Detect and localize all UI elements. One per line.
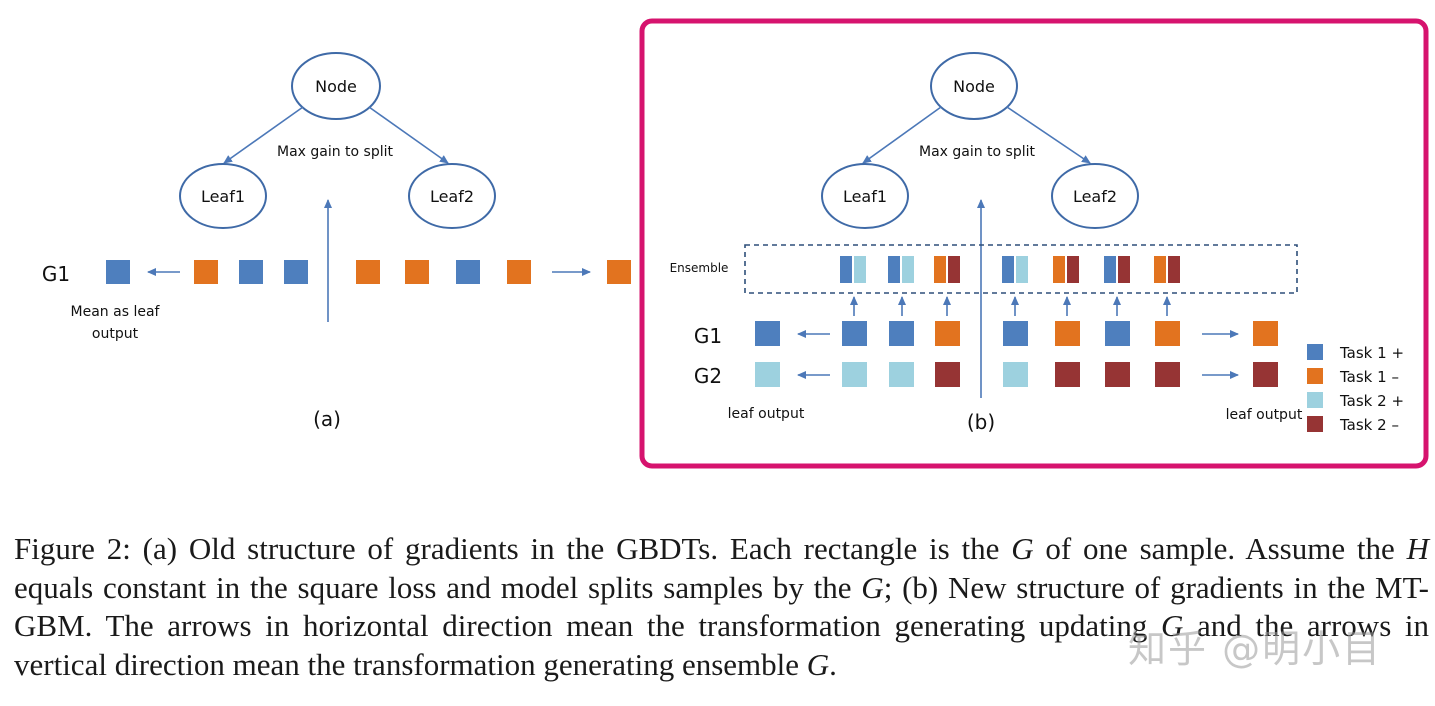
split-label-a: Max gain to split (277, 144, 394, 160)
split-arrow-right-a (368, 106, 449, 164)
sample-square-g2 (889, 362, 914, 387)
legend-swatch-task2-pos (1307, 392, 1323, 408)
mean-label-line2: output (92, 326, 139, 342)
ensemble-bar (1016, 256, 1028, 283)
sample-square-g1 (1105, 321, 1130, 346)
legend-label: Task 1 – (1339, 368, 1399, 386)
leaf-output-g2-right (1253, 362, 1278, 387)
leaf-output-g2-left (755, 362, 780, 387)
row-label-g1-a: G1 (42, 262, 70, 286)
legend-label: Task 2 + (1339, 392, 1404, 410)
ensemble-bar (854, 256, 866, 283)
node-label-b: Node (953, 77, 995, 96)
caption-math-g: G (1011, 531, 1034, 566)
legend-swatch-task1-neg (1307, 368, 1323, 384)
leaf-output-square-a (106, 260, 130, 284)
row-label-g1-b: G1 (694, 324, 722, 348)
leaf-output-g1-right (1253, 321, 1278, 346)
caption-math-g: G (861, 569, 884, 605)
panel-b: Node Max gain to split Leaf1 Leaf2 Ensem… (639, 18, 1429, 469)
caption-text: of one sample. Assume the (1033, 531, 1407, 566)
sample-square (456, 260, 480, 284)
leaf-output-label-left: leaf output (728, 406, 805, 422)
sample-square-g2 (1155, 362, 1180, 387)
leaf1-label-b: Leaf1 (843, 187, 887, 206)
panel-b-frame (639, 18, 1429, 469)
ensemble-bar (1154, 256, 1166, 283)
figure-caption: Figure 2: (a) Old structure of gradients… (14, 530, 1429, 684)
leaf-output-g1-left (755, 321, 780, 346)
caption-text: equals constant in the square loss and m… (14, 569, 862, 605)
sample-square-g2 (842, 362, 867, 387)
caption-text: ; (b) New structure of gradients in the … (14, 569, 1429, 644)
ensemble-bar (1002, 256, 1014, 283)
leaf1-ellipse-b (821, 163, 909, 229)
mean-label-line1: Mean as leaf (71, 304, 161, 320)
caption-text: and the arrows in vertical direction mea… (14, 608, 1429, 682)
legend-swatch-task1-pos (1307, 344, 1323, 360)
ensemble-bar (888, 256, 900, 283)
sample-square-g1 (1003, 321, 1028, 346)
sample-square (405, 260, 429, 284)
leaf2-label-a: Leaf2 (430, 187, 474, 206)
ensemble-bar (1053, 256, 1065, 283)
sample-square-g1 (889, 321, 914, 346)
row-label-g2-b: G2 (694, 364, 722, 388)
sample-square (507, 260, 531, 284)
sample-square (284, 260, 308, 284)
ensemble-box (744, 244, 1298, 294)
sample-square-g1 (935, 321, 960, 346)
leaf-output-square-a-right (607, 260, 631, 284)
leaf1-label-a: Leaf1 (201, 187, 245, 206)
split-label-b: Max gain to split (919, 144, 1036, 160)
watermark: 知乎 @明小目 (1128, 627, 1383, 671)
sample-square-g2 (1055, 362, 1080, 387)
split-arrow-right-b (1006, 106, 1091, 164)
ensemble-bar (1118, 256, 1130, 283)
caption-text: Figure 2: (a) Old structure of gradients… (14, 531, 1012, 566)
ensemble-bar (1067, 256, 1079, 283)
ensemble-bar (934, 256, 946, 283)
split-arrow-left-b (862, 106, 942, 164)
leaf2-ellipse-a (408, 163, 496, 229)
sample-square (194, 260, 218, 284)
caption-math-g: G (1161, 608, 1184, 643)
leaf1-ellipse-a (179, 163, 267, 229)
split-arrow-left-a (223, 106, 304, 164)
figure-diagram: Node Max gain to split Leaf1 Leaf2 G1 Me… (42, 18, 1429, 469)
sample-square-g1 (842, 321, 867, 346)
sample-square-g1 (1055, 321, 1080, 346)
legend: Task 1 + Task 1 – Task 2 + Task 2 – (1307, 344, 1404, 434)
panel-a-tag: (a) (313, 407, 341, 431)
panel-b-tag: (b) (967, 410, 995, 434)
legend-swatch-task2-neg (1307, 416, 1323, 432)
panel-a: Node Max gain to split Leaf1 Leaf2 G1 Me… (42, 52, 631, 431)
ensemble-bar (948, 256, 960, 283)
caption-math-h: H (1406, 531, 1429, 566)
sample-square-g2 (935, 362, 960, 387)
ensemble-bar (1168, 256, 1180, 283)
leaf2-label-b: Leaf2 (1073, 187, 1117, 206)
sample-square-g2 (1003, 362, 1028, 387)
ensemble-bar (840, 256, 852, 283)
ensemble-label: Ensemble (670, 261, 729, 275)
legend-label: Task 2 – (1339, 416, 1399, 434)
sample-square-g1 (1155, 321, 1180, 346)
caption-math-g: G (806, 646, 830, 682)
sample-square (356, 260, 380, 284)
legend-label: Task 1 + (1339, 344, 1404, 362)
leaf2-ellipse-b (1051, 163, 1139, 229)
node-label-a: Node (315, 77, 357, 96)
ensemble-bar (1104, 256, 1116, 283)
ensemble-bar (902, 256, 914, 283)
caption-text: . (829, 646, 837, 682)
sample-square-g2 (1105, 362, 1130, 387)
node-ellipse-b (930, 52, 1018, 120)
leaf-output-label-right: leaf output (1226, 407, 1303, 423)
node-ellipse-a (291, 52, 381, 120)
sample-square (239, 260, 263, 284)
